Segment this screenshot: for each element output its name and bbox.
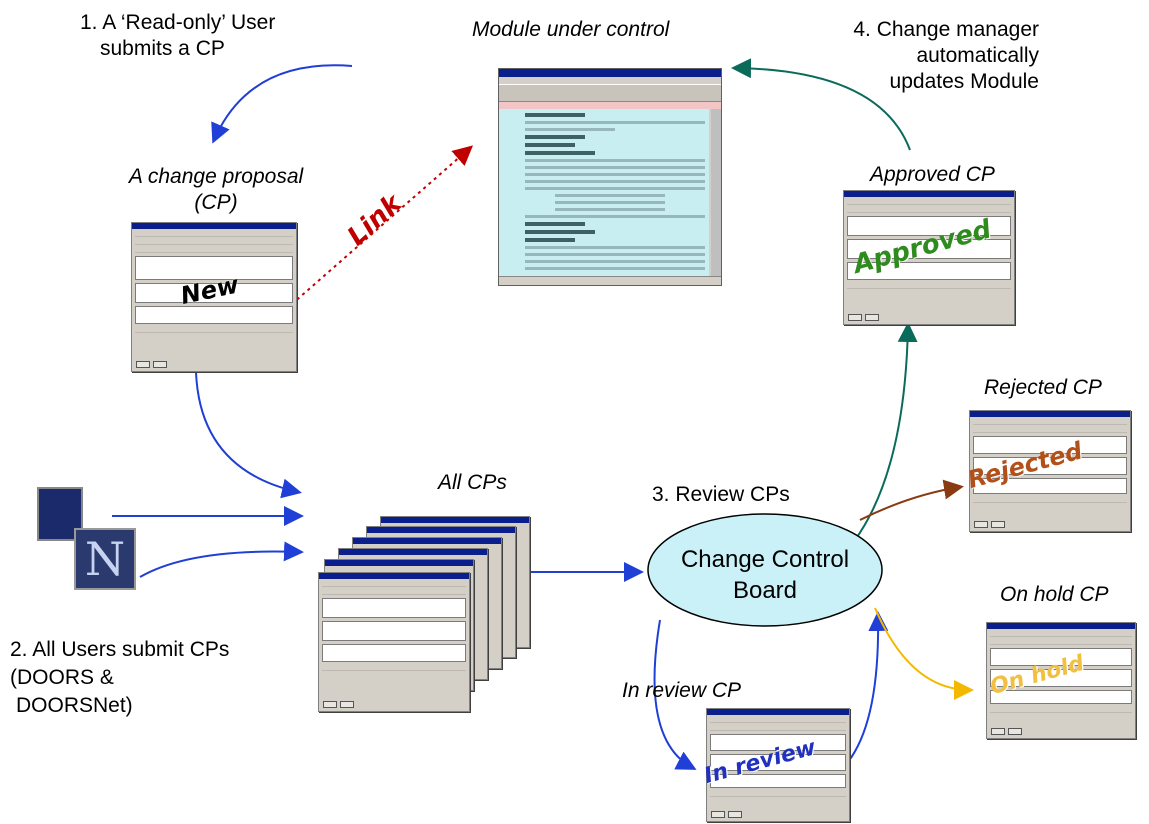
- step2-label: 2. All Users submit CPs (DOORS & DOORSNe…: [10, 636, 229, 720]
- step4-line3: updates Module: [889, 70, 1039, 93]
- change-proposal-line1: A change proposal: [128, 165, 304, 188]
- module-statusbar: [499, 276, 721, 285]
- module-under-control-label: Module under control: [472, 18, 670, 41]
- change-proposal-line2: (CP): [194, 191, 238, 214]
- step2-line2: (DOORS &: [10, 666, 114, 689]
- step2-line1: 2. All Users submit CPs: [10, 638, 230, 661]
- cp-window-on-hold[interactable]: [986, 622, 1136, 739]
- arrow-cp-to-allcps: [195, 371, 302, 499]
- ccb-line2: Board: [732, 577, 798, 604]
- arrow-ccb-to-approved: [854, 322, 918, 541]
- module-menubar: [499, 77, 721, 84]
- step2-line3: DOORSNet): [16, 694, 133, 717]
- in-review-cp-label: In review CP: [622, 679, 742, 702]
- module-toolbar: [499, 84, 721, 102]
- step4-line1: 4. Change manager: [853, 18, 1039, 41]
- arrow-inreview-to-ccb: [847, 611, 889, 763]
- approved-cp-label: Approved CP: [870, 163, 995, 186]
- arrow-ccb-to-rejected: [859, 479, 964, 521]
- module-window[interactable]: [498, 68, 722, 286]
- cp-stack-window-front[interactable]: [318, 572, 470, 712]
- netscape-icon: N: [74, 528, 136, 590]
- module-column-header: [499, 102, 721, 109]
- arrow-user-to-cp: [211, 64, 353, 144]
- arrow-ccb-to-inreview: [653, 619, 697, 770]
- ccb-ellipse: [647, 513, 883, 627]
- arrow-ccb-to-onhold: [874, 607, 974, 700]
- cp-window-rejected[interactable]: [969, 410, 1131, 532]
- step4-label: 4. Change manager automatically updates …: [815, 17, 1039, 95]
- rejected-cp-label: Rejected CP: [984, 376, 1102, 399]
- link-arrow: [275, 145, 474, 319]
- module-scrollbar[interactable]: [711, 109, 721, 277]
- module-content: [499, 109, 709, 277]
- review-cps-label: 3. Review CPs: [652, 483, 790, 506]
- module-titlebar: [499, 69, 721, 77]
- cp-window-in-review[interactable]: [706, 708, 850, 822]
- all-cps-label: All CPs: [438, 471, 507, 494]
- ccb-line1: Change Control: [680, 546, 850, 573]
- on-hold-cp-label: On hold CP: [1000, 583, 1109, 606]
- cp-window-approved[interactable]: [843, 190, 1015, 325]
- step4-line2: automatically: [916, 44, 1039, 67]
- cp-window-new[interactable]: [131, 222, 297, 372]
- step1-line2: submits a CP: [100, 37, 225, 60]
- arrow-ns-to-allcps: [139, 541, 304, 578]
- step1-line1: 1. A ‘Read-only’ User: [80, 11, 276, 34]
- arrow-approved-to-module: [731, 58, 911, 151]
- step1-label: 1. A ‘Read-only’ User submits a CP: [80, 10, 275, 62]
- change-proposal-label: A change proposal (CP): [100, 164, 332, 216]
- ccb-label: Change Control Board: [648, 544, 882, 606]
